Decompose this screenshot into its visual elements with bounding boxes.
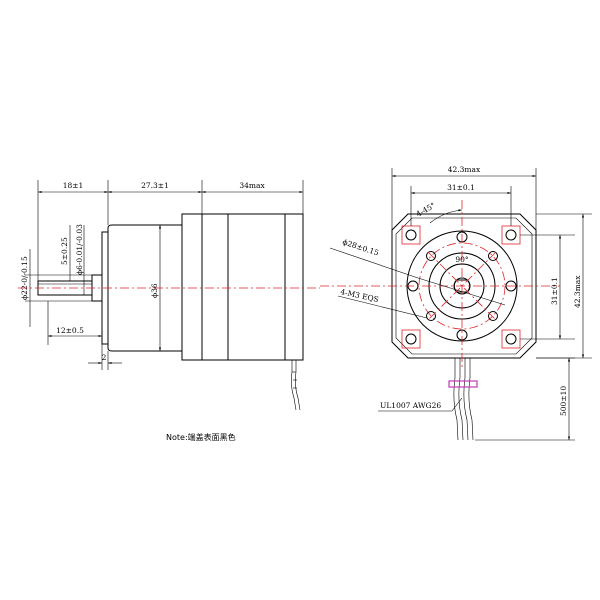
corner-hole [505, 229, 517, 241]
lead-wire [458, 358, 464, 441]
shaft-flat [453, 279, 471, 293]
corner-hole [405, 229, 417, 241]
dim-hole-spacing-v: 31±0.1 [550, 277, 559, 305]
dim-arc [449, 263, 475, 269]
leader-line [417, 277, 506, 306]
leader-line [451, 397, 463, 412]
pcd-hole [488, 251, 498, 261]
lead-band [448, 380, 478, 388]
lead-wire [295, 360, 301, 411]
motor-body [181, 213, 304, 361]
motor-face-inner [395, 217, 533, 355]
dim-pcd: ϕ28±0.15 [341, 237, 380, 257]
note-text: Note:端盖表面黑色 [166, 432, 236, 442]
dim-overall-height: 42.3max [573, 275, 582, 308]
corner-hole [405, 333, 417, 345]
front-view: 42.3max 31±0.1 4-45° 90° ϕ28±0.15 4-M3 E… [320, 165, 592, 441]
pitch-circle [418, 242, 506, 330]
dim-lead-length: 500±10 [559, 386, 568, 416]
lead-wire [468, 358, 474, 441]
dim-boss-diameter: ϕ22-0/-0.15 [20, 256, 29, 300]
motor-face [391, 213, 537, 359]
corner-marker [501, 329, 521, 349]
corner-marker [401, 329, 421, 349]
corner-marker [401, 225, 421, 245]
dim-shaft-diameter: ϕ6-0.01/-0.03 [75, 224, 84, 275]
dim-boss-length: 12±0.5 [56, 326, 84, 335]
pcd-hole [426, 251, 436, 261]
dim-hole-spacing-h: 31±0.1 [447, 183, 475, 192]
centerline-diag [427, 251, 497, 321]
dim-shaft-length: 18±1 [63, 181, 84, 190]
dim-flat-depth: 5±0.25 [60, 237, 69, 265]
side-view: 18±1 27.3±1 34max ϕ22-0/-0.15 5±0.25 ϕ6-… [18, 180, 320, 411]
pcd-hole [426, 311, 436, 321]
lead-wire [291, 360, 297, 411]
lead-wire [453, 358, 459, 441]
lead-wire-spec: UL1007 AWG26 [380, 401, 441, 410]
dim-overall-width: 42.3max [448, 165, 481, 174]
lead-wire [463, 358, 469, 441]
dim-angle-90: 90° [455, 255, 469, 264]
leader-line [329, 247, 419, 279]
dim-gearbox-diameter: ϕ36 [150, 283, 159, 298]
centerline-diag [427, 251, 497, 321]
pcd-hole [488, 311, 498, 321]
corner-hole [505, 333, 517, 345]
dim-motor-length: 34max [239, 181, 265, 190]
dim-gearbox-length: 27.3±1 [141, 181, 169, 190]
dim-angle-45: 4-45° [415, 201, 438, 219]
leader-line [337, 295, 428, 319]
dim-arc [429, 209, 463, 224]
corner-marker [501, 225, 521, 245]
dim-flange-thickness: 2 [102, 353, 107, 362]
